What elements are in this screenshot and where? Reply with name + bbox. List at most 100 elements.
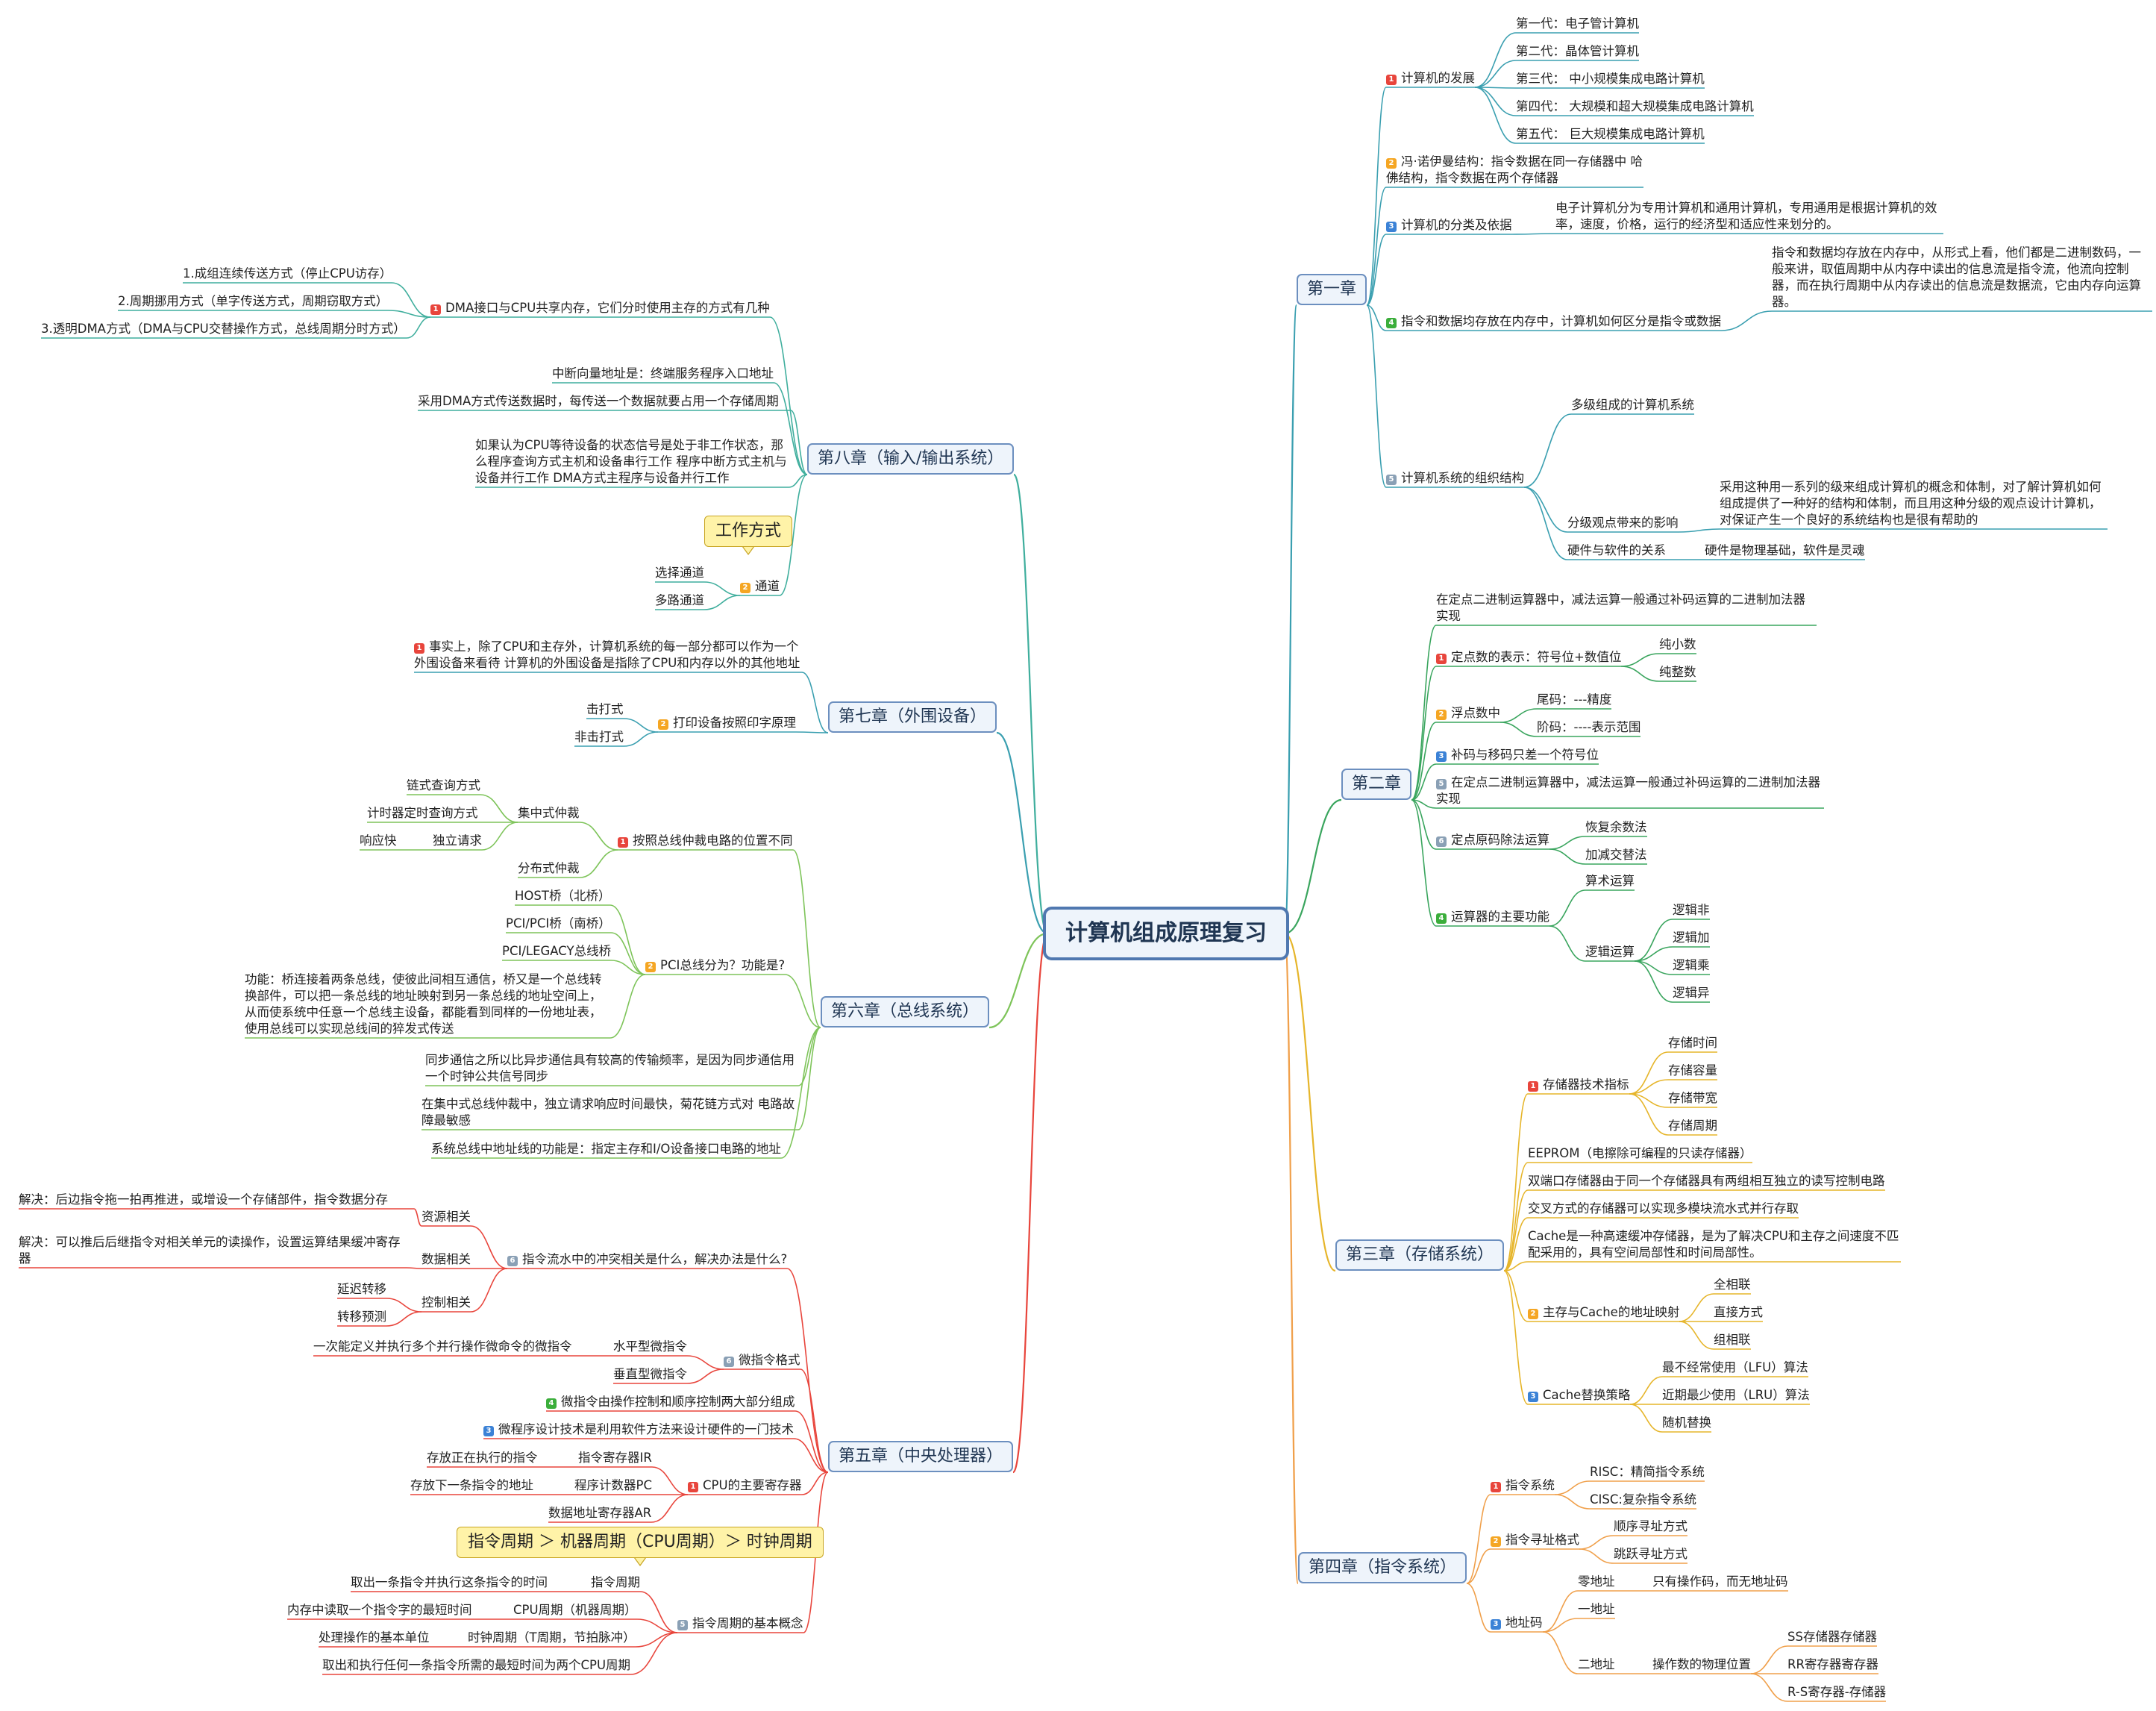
branch-line [579, 849, 618, 878]
node-label: 事实上，除了CPU和主存外，计算机系统的每一部分都可以作为一个外围设备来看待 计… [414, 639, 800, 670]
node-label: 一地址 [1578, 1602, 1615, 1616]
node-label: 硬件与软件的关系 [1567, 543, 1666, 557]
node-c5a1a: 解决：后边指令拖一拍再推进，或增设一个存储部件，指令数据分存 [19, 1192, 414, 1208]
node-label: 恢复余数法 [1585, 820, 1647, 834]
node-label: 随机替换 [1662, 1416, 1711, 1430]
priority-badge-icon: 1 [1491, 1482, 1501, 1492]
node-label: 独立请求 [433, 833, 482, 848]
node-label: 尾码：---精度 [1537, 692, 1612, 707]
branch-line [795, 731, 829, 733]
node-label: 指令和数据均存放在内存中，从形式上看，他们都是二进制数码，一般来讲，取值周期中从… [1772, 245, 2141, 309]
branch-line [1579, 1535, 1614, 1550]
root-topic: 计算机组成原理复习 [1043, 907, 1289, 960]
branch-line [1523, 487, 1568, 560]
node-label: 系统总线中地址线的功能是：指定主存和I/O设备接口电路的地址 [431, 1142, 781, 1156]
branch-line [773, 382, 808, 475]
branch-line [1629, 1079, 1669, 1095]
priority-badge-icon: 2 [1436, 710, 1447, 720]
node-c5f2a: 内存中读取一个指令字的最短时间 [287, 1602, 472, 1618]
node-c1a2: 第二代：晶体管计算机 [1516, 43, 1639, 60]
branch-line [1411, 763, 1437, 801]
node-label: DMA接口与CPU共享内存，它们分时使用主存的方式有几种 [445, 301, 770, 315]
branch-line [1366, 234, 1387, 306]
priority-badge-icon: 6 [507, 1256, 518, 1266]
branch-line [1503, 1270, 1529, 1405]
branch-line [801, 1471, 829, 1495]
node-c1d1: 指令和数据均存放在内存中，从形式上看，他们都是二进制数码，一般来讲，取值周期中从… [1772, 245, 2152, 310]
node-c7b1: 击打式 [586, 701, 624, 718]
node-label: 存储时间 [1668, 1036, 1717, 1050]
branch-line [1634, 919, 1673, 962]
branch-line [1542, 1618, 1579, 1633]
branch-line [792, 849, 821, 1028]
node-c8a2: 2.周期挪用方式（单字传送方式，周期窃取方式） [118, 293, 388, 310]
priority-badge-icon: 4 [546, 1398, 557, 1409]
branch-line [1750, 1645, 1788, 1674]
node-c8a3: 3.透明DMA方式（DMA与CPU交替操作方式，总线周期分时方式） [41, 321, 407, 337]
node-label: 纯小数 [1659, 637, 1696, 651]
branch-line [386, 1298, 422, 1313]
branch-line [1629, 1093, 1669, 1136]
priority-badge-icon: 5 [677, 1620, 688, 1630]
node-c4c3a2: RR寄存器寄存器 [1787, 1657, 1878, 1673]
node-label: 逻辑非 [1673, 903, 1710, 917]
node-label: 采用DMA方式传送数据时，每传送一个数据就要占用一个存储周期 [418, 394, 779, 408]
node-label: 硬件是物理基础，软件是灵魂 [1705, 543, 1865, 557]
node-c3g2: 近期最少使用（LRU）算法 [1662, 1387, 1810, 1404]
priority-badge-icon: 1 [618, 837, 628, 848]
branch-line [481, 822, 518, 851]
node-c2c1: 尾码：---精度 [1537, 692, 1611, 708]
node-label: 指令系统 [1505, 1478, 1555, 1492]
node-c5f3: 时钟周期（T周期，节拍脉冲） [468, 1630, 636, 1646]
node-c2g2d: 逻辑异 [1673, 985, 1710, 1001]
node-c5e3: 数据地址寄存器AR [548, 1505, 651, 1521]
node-label: 第五章（中央处理器） [839, 1447, 1003, 1466]
node-c1c1: 电子计算机分为专用计算机和通用计算机，专用通用是根据计算机的效率，速度，价格，运… [1555, 200, 1943, 233]
node-label: 多路通道 [655, 593, 704, 607]
branch-line [1366, 304, 1387, 488]
node-c4a2: CISC:复杂指令系统 [1590, 1492, 1696, 1508]
node-label: 指令周期的基本概念 [692, 1616, 803, 1630]
branch-line [1411, 722, 1437, 801]
chapter-1: 第一章 [1297, 274, 1367, 305]
branch-line [609, 974, 646, 1039]
branch-line [1283, 932, 1300, 1585]
node-label: 逻辑乘 [1673, 958, 1710, 972]
branch-line [1679, 1321, 1714, 1350]
node-c3a2: 存储容量 [1668, 1063, 1717, 1079]
node-label: 计算机组成原理复习 [1065, 920, 1267, 946]
priority-badge-icon: 3 [1491, 1619, 1501, 1630]
node-c6a1b: 计时器定时查询方式 [367, 805, 478, 822]
branch-line [703, 581, 741, 596]
chapter-7: 第七章（外围设备） [828, 701, 997, 733]
node-c2b2: 纯整数 [1659, 664, 1696, 681]
node-c5b1: 水平型微指令 [613, 1339, 687, 1355]
node-label: 2.周期挪用方式（单字传送方式，周期窃取方式） [118, 294, 389, 308]
branch-line [1579, 1548, 1614, 1564]
node-c1a5: 第五代： 巨大规模集成电路计算机 [1516, 126, 1705, 143]
node-label: 第三代： 中小规模集成电路计算机 [1516, 72, 1705, 86]
branch-line [1411, 666, 1437, 801]
branch-line [1466, 1494, 1491, 1584]
chapter-4: 第四章（指令系统） [1298, 1552, 1467, 1583]
branch-line [1629, 1404, 1663, 1433]
node-label: 采用这种用一系列的级来组成计算机的概念和体制，对了解计算机如何组成提供了一种好的… [1720, 480, 2102, 527]
branch-line [769, 316, 808, 475]
branch-line [1503, 1093, 1529, 1271]
branch-line [1523, 487, 1568, 533]
node-label: RISC：精简指令系统 [1590, 1465, 1705, 1479]
node-c6a1c1: 响应快 [360, 833, 397, 849]
branch-line [790, 410, 808, 475]
priority-badge-icon: 6 [1436, 836, 1447, 847]
branch-line [1542, 1590, 1579, 1633]
branch-line [651, 1466, 689, 1495]
node-label: 水平型微指令 [613, 1339, 687, 1354]
node-c6e: 系统总线中地址线的功能是：指定主存和I/O设备接口电路的地址 [431, 1141, 781, 1157]
